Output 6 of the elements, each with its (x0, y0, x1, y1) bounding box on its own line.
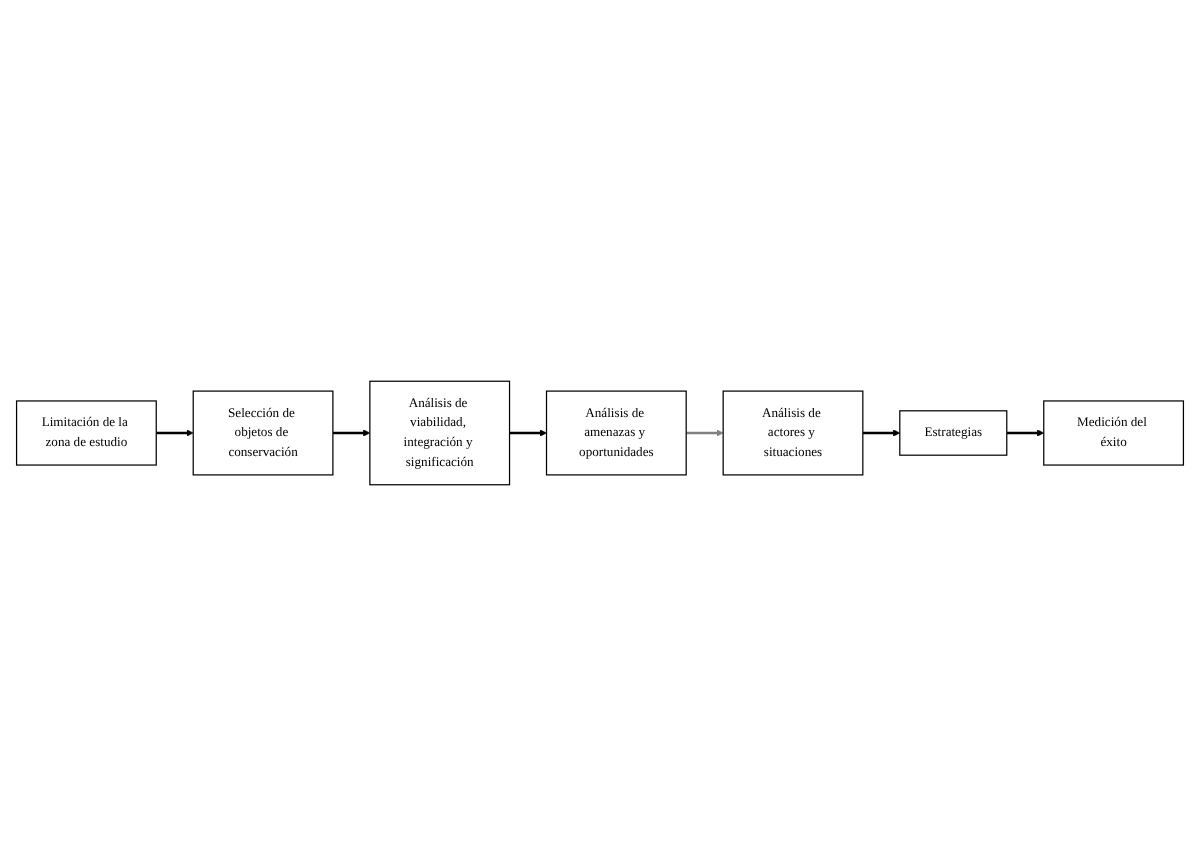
arrow (332, 429, 371, 437)
arrow (862, 429, 901, 437)
arrow (509, 429, 547, 437)
arrow (156, 429, 194, 437)
arrow (1006, 429, 1045, 437)
arrow (686, 429, 724, 437)
